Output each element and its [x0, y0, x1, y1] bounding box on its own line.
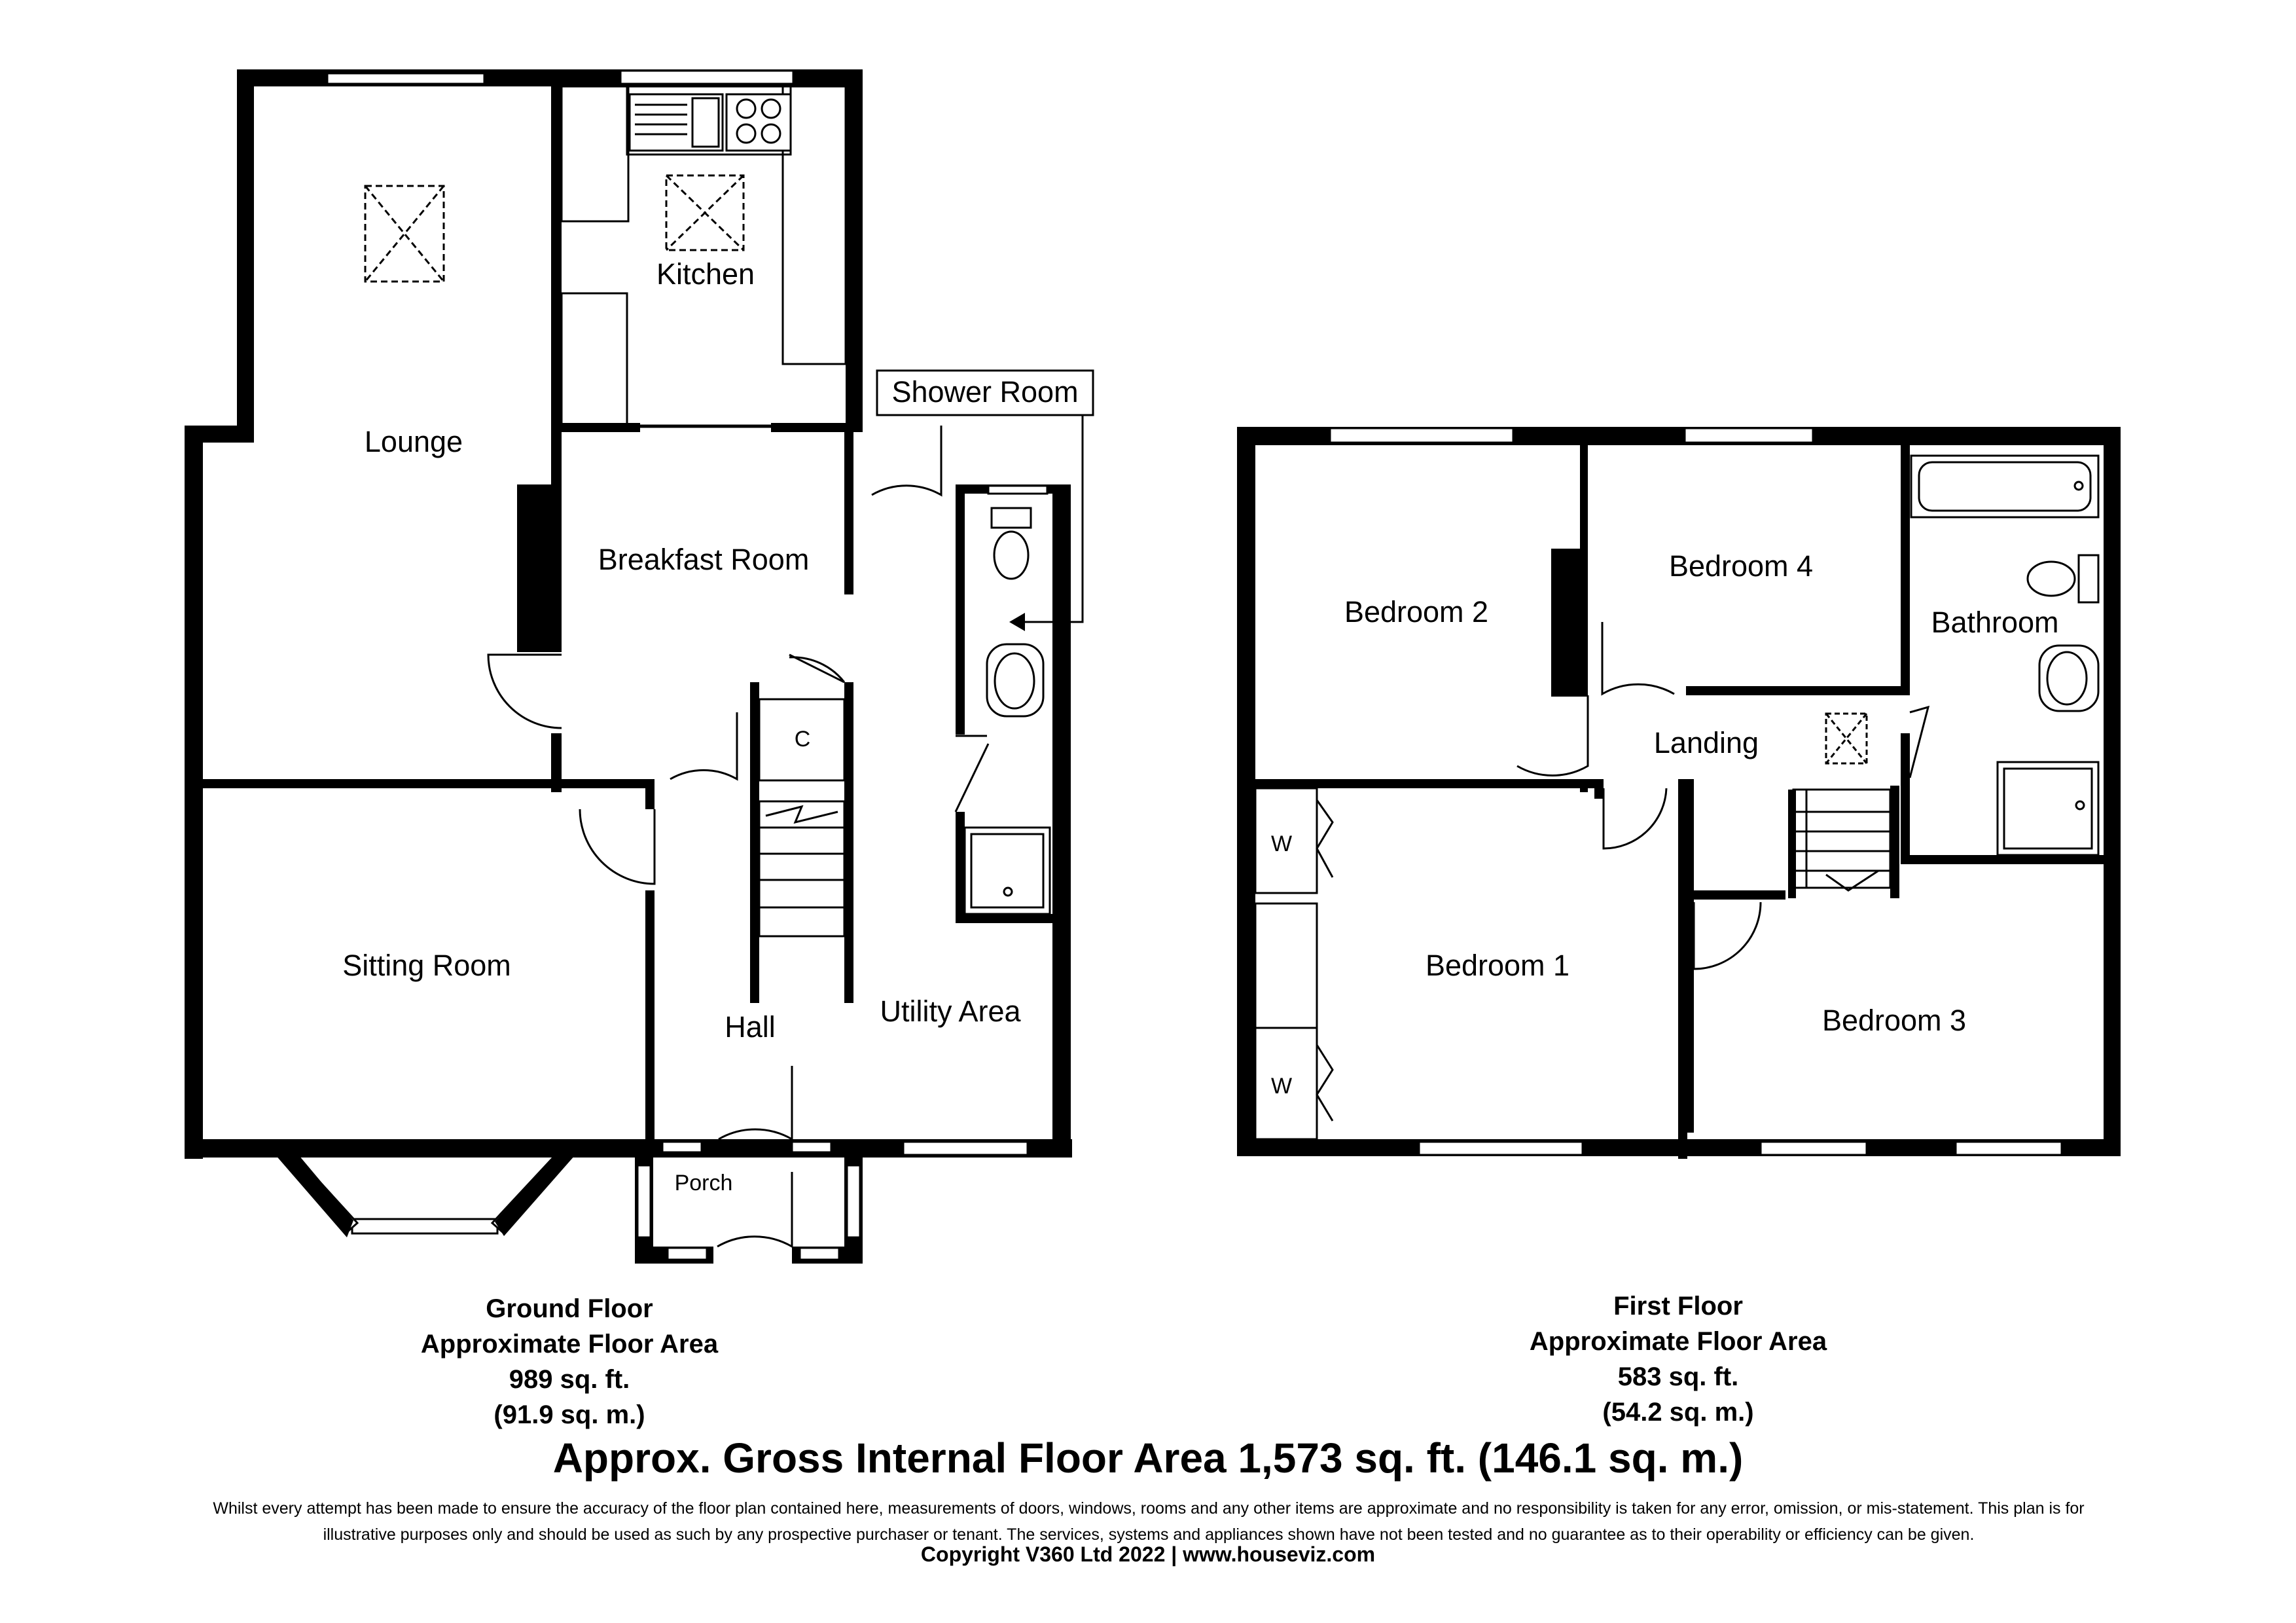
skylight-icon [665, 174, 745, 251]
room-label-breakfast-room: Breakfast Room [598, 543, 810, 576]
room-label-bedroom-4: Bedroom 4 [1669, 549, 1813, 583]
ground-floor-caption: Ground Floor Approximate Floor Area 989 … [275, 1291, 864, 1432]
room-label-porch: Porch [675, 1171, 733, 1195]
room-label-bedroom-2: Bedroom 2 [1344, 595, 1488, 629]
basin-icon [986, 643, 1045, 718]
skylight-icon [1825, 712, 1868, 765]
room-label-lounge: Lounge [365, 425, 463, 458]
skylight-icon [364, 185, 445, 283]
first-floor-plan: Bedroom 2 Bedroom 4 Bathroom Landing Bed… [1237, 427, 2121, 1159]
room-label-sitting-room: Sitting Room [342, 949, 511, 982]
first-floor-room-labels: Bedroom 2 Bedroom 4 Bathroom Landing Bed… [1271, 549, 2059, 1099]
caption-floor-name: First Floor [1613, 1292, 1743, 1321]
room-label-bathroom: Bathroom [1931, 606, 2058, 639]
copyright-notice: Copyright V360 Ltd 2022 | www.houseviz.c… [920, 1542, 1376, 1566]
room-label-shower-room: Shower Room [891, 375, 1078, 409]
disclaimer-line: Whilst every attempt has been made to en… [213, 1499, 2085, 1518]
ground-floor-stairs [758, 698, 846, 938]
room-label-bedroom-1: Bedroom 1 [1426, 949, 1570, 982]
basin-icon [2038, 644, 2100, 712]
bathroom-fittings [1825, 454, 2100, 856]
disclaimer: Whilst every attempt has been made to en… [39, 1495, 2258, 1548]
room-label-hall: Hall [725, 1010, 776, 1044]
shower-tray-icon [1996, 761, 2100, 856]
first-floor-stairs [1788, 786, 1899, 898]
ground-floor-plan: Lounge Kitchen Breakfast Room Shower Roo… [185, 69, 1094, 1264]
caption-area-sqft: 583 sq. ft. [1617, 1362, 1739, 1391]
caption-floor-name: Ground Floor [486, 1294, 653, 1323]
wardrobe-label: W [1271, 831, 1292, 856]
disclaimer-line: illustrative purposes only and should be… [323, 1525, 1975, 1544]
room-label-kitchen: Kitchen [656, 257, 755, 291]
shower-tray-icon [963, 826, 1051, 915]
ground-floor-doors [487, 426, 990, 1249]
shower-room-fittings [876, 369, 1094, 915]
caption-area-sqm: (54.2 sq. m.) [1602, 1398, 1754, 1427]
bay-window [262, 1139, 589, 1237]
ground-floor-walls [185, 69, 1072, 1264]
first-floor-windows [1329, 427, 2063, 1156]
wardrobe-label: W [1271, 1074, 1292, 1099]
ground-floor-room-labels: Lounge Kitchen Breakfast Room Shower Roo… [342, 257, 1078, 1195]
caption-area-label: Approximate Floor Area [1529, 1327, 1827, 1356]
room-label-utility-area: Utility Area [880, 994, 1021, 1028]
first-floor-walls [1237, 427, 2121, 1159]
gross-internal-area: Approx. Gross Internal Floor Area 1,573 … [552, 1434, 1744, 1482]
kitchen-fittings [364, 85, 847, 426]
room-label-cupboard: C [795, 727, 811, 752]
room-label-bedroom-3: Bedroom 3 [1822, 1004, 1966, 1037]
toilet-icon [990, 507, 1032, 580]
hob-icon [725, 93, 792, 152]
first-floor-caption: First Floor Approximate Floor Area 583 s… [1384, 1288, 1973, 1430]
room-label-landing: Landing [1654, 726, 1759, 759]
bath-icon [1910, 454, 2100, 519]
ground-floor-windows [262, 69, 1049, 1261]
first-floor-doors [1316, 622, 1930, 1122]
caption-area-sqm: (91.9 sq. m.) [493, 1400, 645, 1429]
caption-area-label: Approximate Floor Area [420, 1330, 719, 1359]
toilet-icon [2026, 554, 2100, 604]
caption-area-sqft: 989 sq. ft. [509, 1365, 630, 1394]
